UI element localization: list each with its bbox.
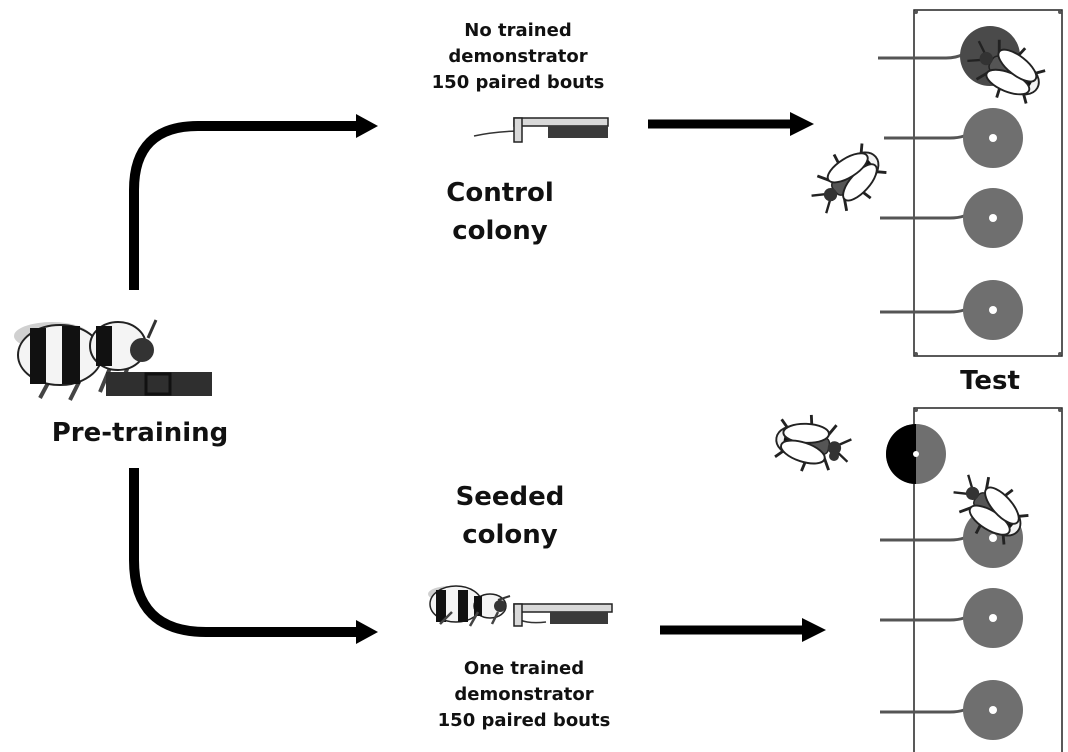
bee-icon [770, 408, 856, 481]
control-title-line-2: colony [452, 216, 548, 246]
flower-disc [963, 188, 1023, 248]
control-info: No trained demonstrator 150 paired bouts [418, 18, 618, 96]
seeded-info-line-1: One trained [463, 658, 585, 679]
flower-disc [963, 108, 1023, 168]
flower-disc [963, 588, 1023, 648]
half-dark-flower [886, 424, 946, 484]
control-info-line-3: 150 paired bouts [431, 72, 605, 93]
seeded-info-line-2: demonstrator [454, 684, 594, 705]
flower-disc [963, 680, 1023, 740]
seeded-title-line-2: colony [462, 520, 558, 550]
arrow-to-control [129, 121, 358, 290]
control-info-line-1: No trained [464, 20, 572, 41]
control-title: Control colony [430, 174, 570, 250]
pretraining-bee-illustration [14, 319, 212, 401]
flower-disc [963, 280, 1023, 340]
control-title-line-1: Control [446, 178, 554, 208]
test-arena-control [878, 9, 1063, 357]
test-label: Test [960, 366, 1020, 396]
seeded-info-line-3: 150 paired bouts [437, 710, 611, 731]
seeded-feeder-illustration [428, 585, 613, 627]
pretraining-label: Pre-training [51, 418, 229, 448]
seeded-title: Seeded colony [440, 478, 580, 554]
arrow-to-seeded [129, 468, 358, 637]
seeded-info: One trained demonstrator 150 paired bout… [424, 656, 624, 734]
bee-icon [799, 133, 896, 228]
control-feeder-illustration [473, 117, 609, 143]
seeded-title-line-1: Seeded [455, 482, 565, 512]
control-info-line-2: demonstrator [448, 46, 588, 67]
